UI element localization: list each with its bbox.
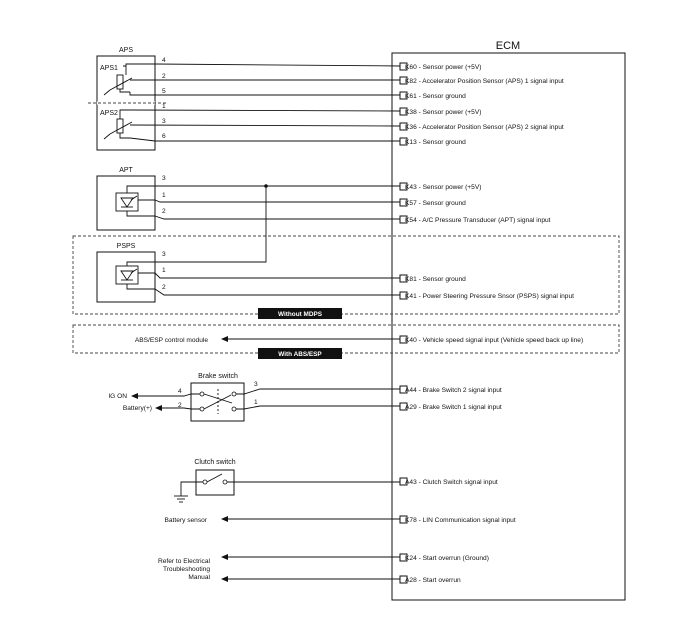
ecm-terminal-k43: K43 - Sensor power (+5V) [405, 184, 481, 191]
ecm-terminal-k36: K36 - Accelerator Position Sensor (APS) … [405, 124, 564, 131]
aps-pin-5: 5 [162, 88, 166, 95]
refer-line-2: Troubleshooting [163, 566, 210, 573]
refer-line-3: Manual [188, 574, 210, 581]
aps1-label: APS1 [100, 65, 118, 72]
ig-on-label: IG ON [108, 393, 127, 400]
ecm-terminal-k60: K60 - Sensor power (+5V) [405, 64, 481, 71]
aps2-potentiometer-icon [103, 109, 133, 140]
without-mdps-label: Without MDPS [278, 311, 323, 318]
arrow-left-icon [221, 576, 228, 582]
aps-pin-1: 1 [162, 103, 166, 110]
ecm-terminal-a29: A29 - Brake Switch 1 signal input [405, 404, 502, 411]
clutch-switch-block [195, 469, 235, 496]
ecm-terminal-a43: A43 - Clutch Switch signal input [405, 479, 498, 486]
apt-pin-3: 3 [162, 175, 166, 182]
battery-arrow-icon [155, 405, 162, 411]
ecm-terminal-k41: K41 - Power Steering Pressure Snsor (PSP… [405, 293, 574, 300]
brake-pin-2: 2 [178, 402, 182, 409]
apt-sensor-icon [115, 185, 155, 217]
abs-esp-label: ABS/ESP control module [135, 337, 209, 344]
ecm-terminal-k38: K38 - Sensor power (+5V) [405, 109, 481, 116]
with-abs-esp-tag [258, 348, 342, 359]
ecm-terminal-a28: A28 - Start overrun [405, 577, 461, 584]
with-abs-esp-group [72, 324, 620, 354]
ecm-terminal-a44: A44 - Brake Switch 2 signal input [405, 387, 502, 394]
with-abs-esp-label: With ABS/ESP [278, 351, 322, 358]
psps-pin-3: 3 [162, 251, 166, 258]
without-mdps-group [72, 235, 620, 315]
brake-pin-4: 4 [178, 388, 182, 395]
ecm-terminal-k40: K40 - Vehicle speed signal input (Vehicl… [405, 337, 583, 344]
apt-block [96, 175, 156, 231]
psps-sensor-icon [115, 261, 155, 290]
aps-pin-4: 4 [162, 57, 166, 64]
apt-pin-2: 2 [162, 208, 166, 215]
psps-block [96, 251, 156, 303]
arrow-left-icon [221, 554, 228, 560]
ig-on-arrow-icon [131, 393, 138, 399]
refer-line-1: Refer to Electrical [158, 558, 211, 565]
without-mdps-tag [258, 308, 342, 319]
ecm-terminal-k54: K54 - A/C Pressure Transducer (APT) sign… [405, 217, 551, 224]
psps-pin-2: 2 [162, 284, 166, 291]
battery-sensor-label: Battery sensor [164, 517, 207, 524]
ecm-terminal-k78: K78 - LIN Communication signal input [405, 517, 516, 524]
arrow-left-icon [221, 336, 228, 342]
aps-pin-6: 6 [162, 133, 166, 140]
ecm-terminal-k61: K61 - Sensor ground [405, 93, 466, 100]
ecm-terminal-boxes [399, 62, 408, 584]
ground-icon [174, 495, 188, 503]
apt-pin-1: 1 [162, 192, 166, 199]
psps-pin-1: 1 [162, 267, 166, 274]
battery-plus-label: Battery(+) [123, 405, 152, 412]
arrow-left-icon [221, 516, 228, 522]
aps-pin-3: 3 [162, 118, 166, 125]
ecm-terminal-k81: K81 - Sensor ground [405, 276, 466, 283]
ecm-terminal-k82: K82 - Accelerator Position Sensor (APS) … [405, 78, 564, 85]
apt-title: APT [119, 167, 133, 174]
brake-pin-3: 3 [254, 381, 258, 388]
clutch-switch-title: Clutch switch [194, 459, 235, 466]
aps-pin-2: 2 [162, 73, 166, 80]
ecm-terminal-k24: K24 - Start overrun (Ground) [405, 555, 489, 562]
brake-switch-title: Brake switch [198, 373, 238, 380]
ecm-terminal-k13: K13 - Sensor ground [405, 139, 466, 146]
psps-title: PSPS [117, 243, 136, 250]
ecm-title: ECM [496, 40, 520, 52]
brake-pin-1: 1 [254, 399, 258, 406]
ecm-terminal-k57: K57 - Sensor ground [405, 200, 466, 207]
ecm-block [391, 52, 626, 601]
aps-title: APS [119, 47, 133, 54]
aps2-label: APS2 [100, 110, 118, 117]
